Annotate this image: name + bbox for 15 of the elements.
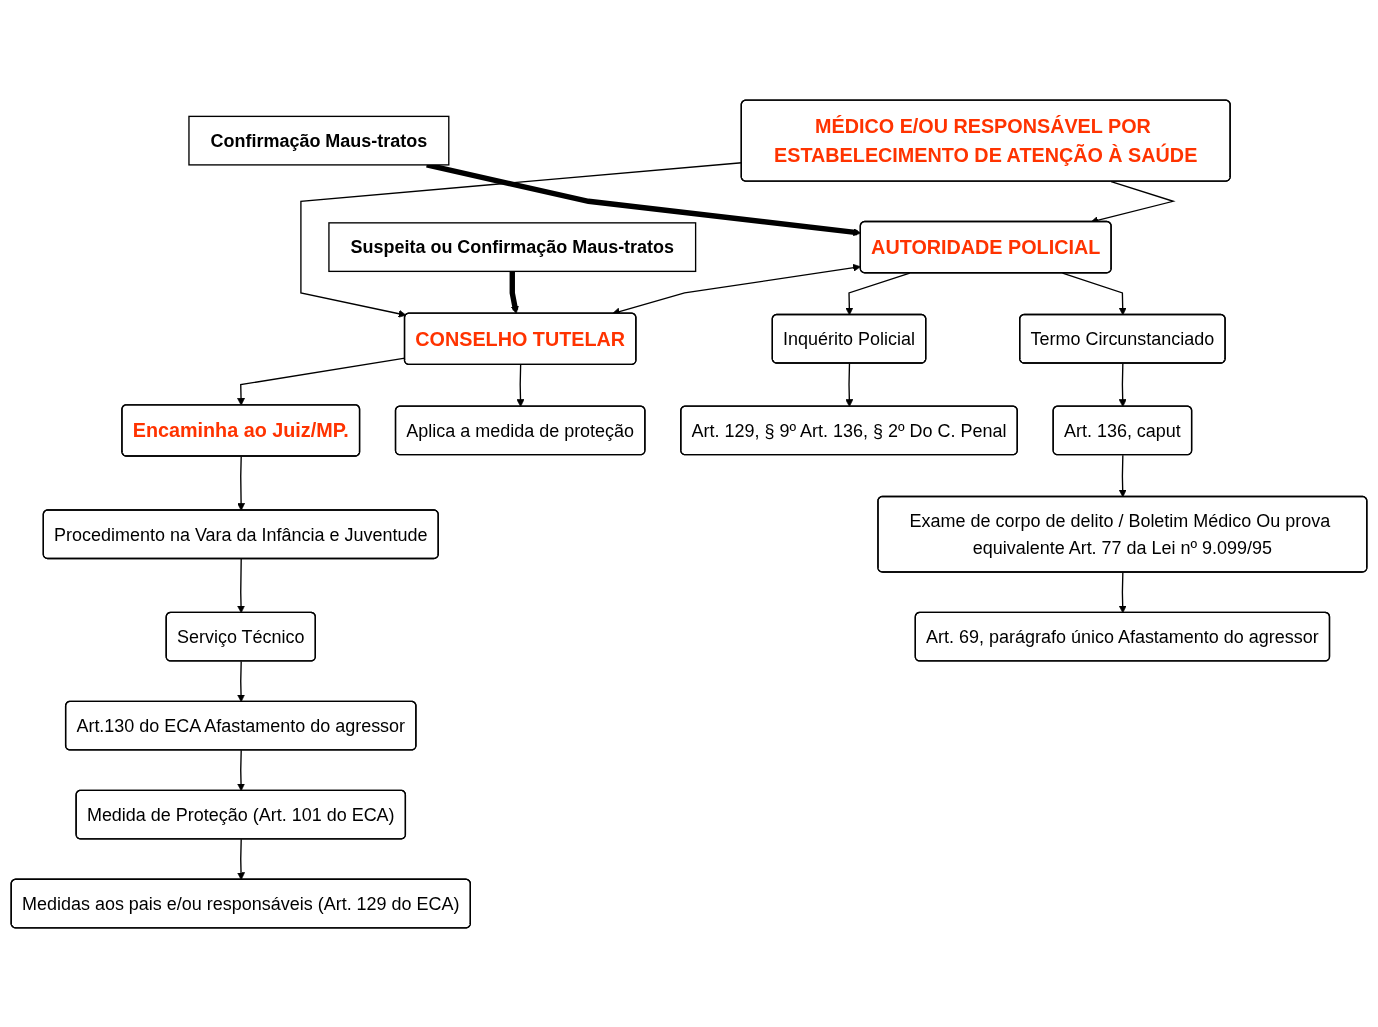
arrow	[237, 749, 245, 791]
arrow	[1118, 571, 1127, 613]
arrow	[237, 557, 245, 613]
arrow	[845, 272, 911, 315]
node-box: Confirmação Maus-tratos	[188, 115, 450, 166]
node-box: Suspeita ou Confirmação Maus-tratos	[328, 221, 697, 272]
arrow	[1118, 453, 1127, 497]
arrow	[237, 838, 245, 880]
arrow	[509, 270, 519, 314]
arrow	[237, 455, 246, 511]
arrow	[1061, 272, 1127, 315]
arrow	[516, 363, 525, 407]
arrow	[1118, 362, 1127, 407]
arrow	[237, 660, 245, 702]
arrow	[845, 362, 854, 407]
